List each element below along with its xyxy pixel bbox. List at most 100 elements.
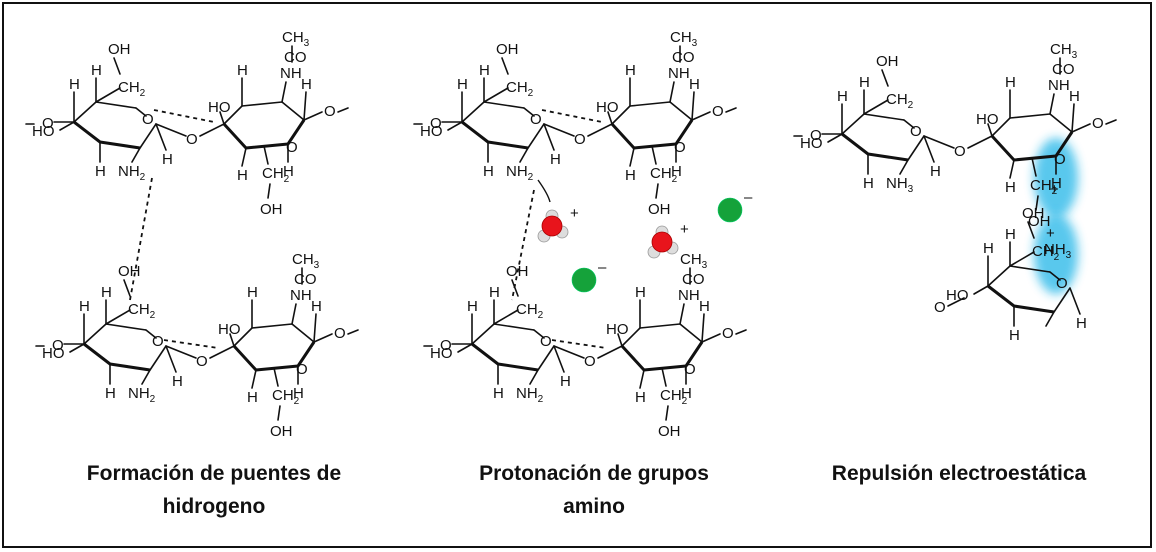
amide-nh-p3-top: NH [1048,77,1070,94]
amide-nh-p1-top: NH [280,65,302,82]
caption-protonation-line1: Protonación de grupos [479,462,709,485]
hydrogen-p2-bottom-2a: H [699,298,710,315]
ch2-p3-top-2: CH2 [1030,177,1058,197]
hydrogen-bond [129,177,153,301]
hydrogen-p1-bottom-2c: H [293,385,304,402]
hydrogen-p2-top-1-f: H [483,163,494,180]
hydroxyl-p1-top-1-ch2: OH [108,41,131,58]
amide-nh-p2-top: NH [668,65,690,82]
counter-ion-b: – [717,189,753,223]
hydrogen-p1-bottom-2d: H [247,389,258,406]
caption-protonation-line2: amino [563,495,625,518]
hydrogen-p2-top-2b: H [625,62,636,79]
linkage-oxygen-p1-top-left: O [42,115,54,132]
hydrogen-p1-bottom-1-a: H [79,298,90,315]
oxygen-atom [651,231,673,253]
caption-protonation: Protonación de grupos amino [424,457,764,523]
ring-oxygen-p3-top-1: O [910,123,922,140]
hydrogen-p3-top-2a: H [1069,88,1080,105]
ammonium-p3-top-1: NH3 [886,175,914,195]
ch2-p3-bottom: CH2 [1032,243,1060,263]
ammonium-p3-bottom: NH3 [1044,241,1072,261]
hydrogen-p3-top-2b: H [1005,74,1016,91]
ring-oxygen-p2-bottom-2: O [684,361,696,378]
hydrogen-p2-top-1-d: H [550,151,561,168]
hydrogen-p3-bottom-f: H [1009,327,1020,344]
linkage-oxygen-p3-top-left: O [810,127,822,144]
amino-p1-bottom-1: NH2 [128,385,156,405]
positive-charge: + [570,205,579,222]
linkage-oxygen-p3-top-right: O [1092,115,1104,132]
linkage-oxygen-p2-top-left: O [430,115,442,132]
ch2-p1-top-2: CH2 [262,165,290,185]
hydrogen-p2-bottom-1-b: H [489,284,500,301]
ch2-p1-bottom-2: CH2 [272,387,300,407]
carbonyl-p2-top: CO [672,49,695,66]
hydrogen-p1-bottom-1-f: H [105,385,116,402]
hydrogen-p3-top-1-b: H [859,74,870,91]
hydronium-a: + [537,205,579,243]
hydrogen-p1-top-2b: H [237,62,248,79]
glycosidic-oxygen-p1-bottom: O [196,353,208,370]
positive-charge-top: + [1050,181,1059,198]
hydroxyl-p3-top-2: HO [976,111,999,128]
positive-charge-bottom: + [1046,225,1055,242]
hydrogen-p3-bottom-d: H [1076,315,1087,332]
hydrogen-p2-top-2a: H [689,76,700,93]
hydrogen-p3-top-1-d: H [930,163,941,180]
methyl-p2-top: CH3 [670,29,698,49]
hydrogen-p2-bottom-2c: H [681,385,692,402]
methyl-p3-top: CH3 [1050,41,1078,61]
ring-oxygen-p1-top-2: O [286,139,298,156]
hydrogen-p1-bottom-2b: H [247,284,258,301]
hydroxyl-p3-bottom-a: HO [946,287,969,304]
hydrogen-p2-top-2c: H [671,163,682,180]
amino-p2-bottom-1: NH2 [516,385,544,405]
methyl-p1-bottom: CH3 [292,251,320,271]
ring-oxygen-p1-bottom-1: O [152,333,164,350]
hydroxyl-p1-bottom-2b: OH [270,423,293,440]
caption-hydrogen-bonds: Formación de puentes de hidrogeno [44,457,384,523]
hydroxyl-p2-top-2b: OH [648,201,671,218]
hydrogen-p1-top-2a: H [301,76,312,93]
hydrogen-p1-top-1-f: H [95,163,106,180]
hydroxyl-p1-bottom-1-a: HO [42,345,65,362]
ch2-p2-bottom-2: CH2 [660,387,688,407]
ch2-p2-top-1: CH2 [506,79,534,99]
ring-oxygen-p3-bottom: O [1056,275,1068,292]
hydrogen-p3-bottom-b: H [1005,226,1016,243]
negative-charge: – [744,189,753,206]
ring-oxygen-p1-top-1: O [142,111,154,128]
ring-oxygen-p3-top-2: O [1054,151,1066,168]
linkage-oxygen-p1-bottom-left: O [52,337,64,354]
ring-oxygen-p1-bottom-2: O [296,361,308,378]
hydrogen-p1-bottom-2a: H [311,298,322,315]
hydrogen-p2-bottom-1-f: H [493,385,504,402]
glycosidic-oxygen-p1-top: O [186,131,198,148]
carbonyl-p1-bottom: CO [294,271,317,288]
hydroxyl-p1-top-1-a: HO [32,123,55,140]
hydroxyl-p2-bottom-2b: OH [658,423,681,440]
hydroxyl-p1-top-2b: OH [260,201,283,218]
carbonyl-p3-top: CO [1052,61,1075,78]
glycosidic-oxygen-p3-top: O [954,143,966,160]
caption-repulsion: Repulsión electroestática [794,457,1124,490]
linkage-oxygen-p2-top-right: O [712,103,724,120]
hydrogen-p1-top-2c: H [283,163,294,180]
carbonyl-p2-bottom: CO [682,271,705,288]
caption-hydrogen-bonds-line2: hidrogeno [162,495,266,518]
hydrogen-p2-top-2d: H [625,167,636,184]
proton-transfer-arrow [537,179,551,203]
